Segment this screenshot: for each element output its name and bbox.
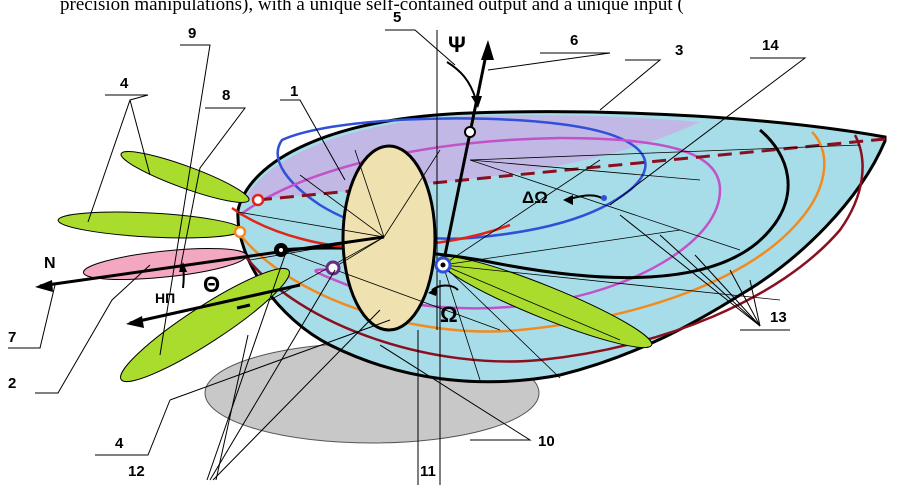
north-axis (39, 235, 385, 288)
hp-label: НП (155, 290, 175, 306)
psi-label: Ψ (448, 32, 466, 57)
hp-arrowhead (126, 316, 144, 328)
delta-omega-label: ΔΩ (522, 188, 548, 207)
label-2: 2 (8, 375, 16, 392)
label-7: 7 (8, 329, 16, 346)
label-4-bottom: 4 (115, 435, 124, 452)
label-3: 3 (675, 42, 683, 59)
dashed-axis (257, 137, 886, 202)
psi-vector (441, 44, 490, 266)
hp-tick (236, 303, 251, 310)
theta-arrow (179, 262, 187, 272)
psi-arc-arrow (471, 96, 482, 108)
label-11: 11 (420, 463, 436, 480)
lobe-upper-2 (57, 211, 243, 239)
label-5: 5 (393, 9, 401, 26)
north-label: N (44, 255, 56, 272)
psi-arrowhead (481, 40, 494, 60)
lobe-pink (82, 247, 248, 281)
label-8: 8 (222, 87, 230, 104)
label-1: 1 (290, 83, 298, 100)
points (233, 126, 607, 276)
label-6: 6 (570, 32, 578, 49)
theta-label: Θ (203, 272, 220, 297)
omega-arc (431, 284, 459, 291)
delta-omega-head (563, 195, 573, 205)
label-9: 9 (188, 25, 196, 42)
leader-lines (8, 29, 807, 485)
psi-arc (446, 61, 477, 101)
north-arrowhead (35, 280, 53, 292)
label-13: 13 (770, 309, 787, 326)
label-4-top: 4 (120, 75, 129, 92)
contour-blue (276, 117, 647, 240)
lobe-upper-1 (120, 151, 250, 203)
label-10: 10 (538, 433, 555, 450)
label-14: 14 (762, 37, 779, 54)
contour-orange (237, 131, 826, 333)
label-12: 12 (128, 463, 145, 480)
top-text-fragment: precision manipulations), with a unique … (60, 0, 684, 15)
horizontal-plane-axis (129, 283, 301, 325)
omega-label: Ω (440, 302, 458, 327)
aperture-disk (341, 144, 437, 332)
omega-arrow (428, 286, 438, 296)
